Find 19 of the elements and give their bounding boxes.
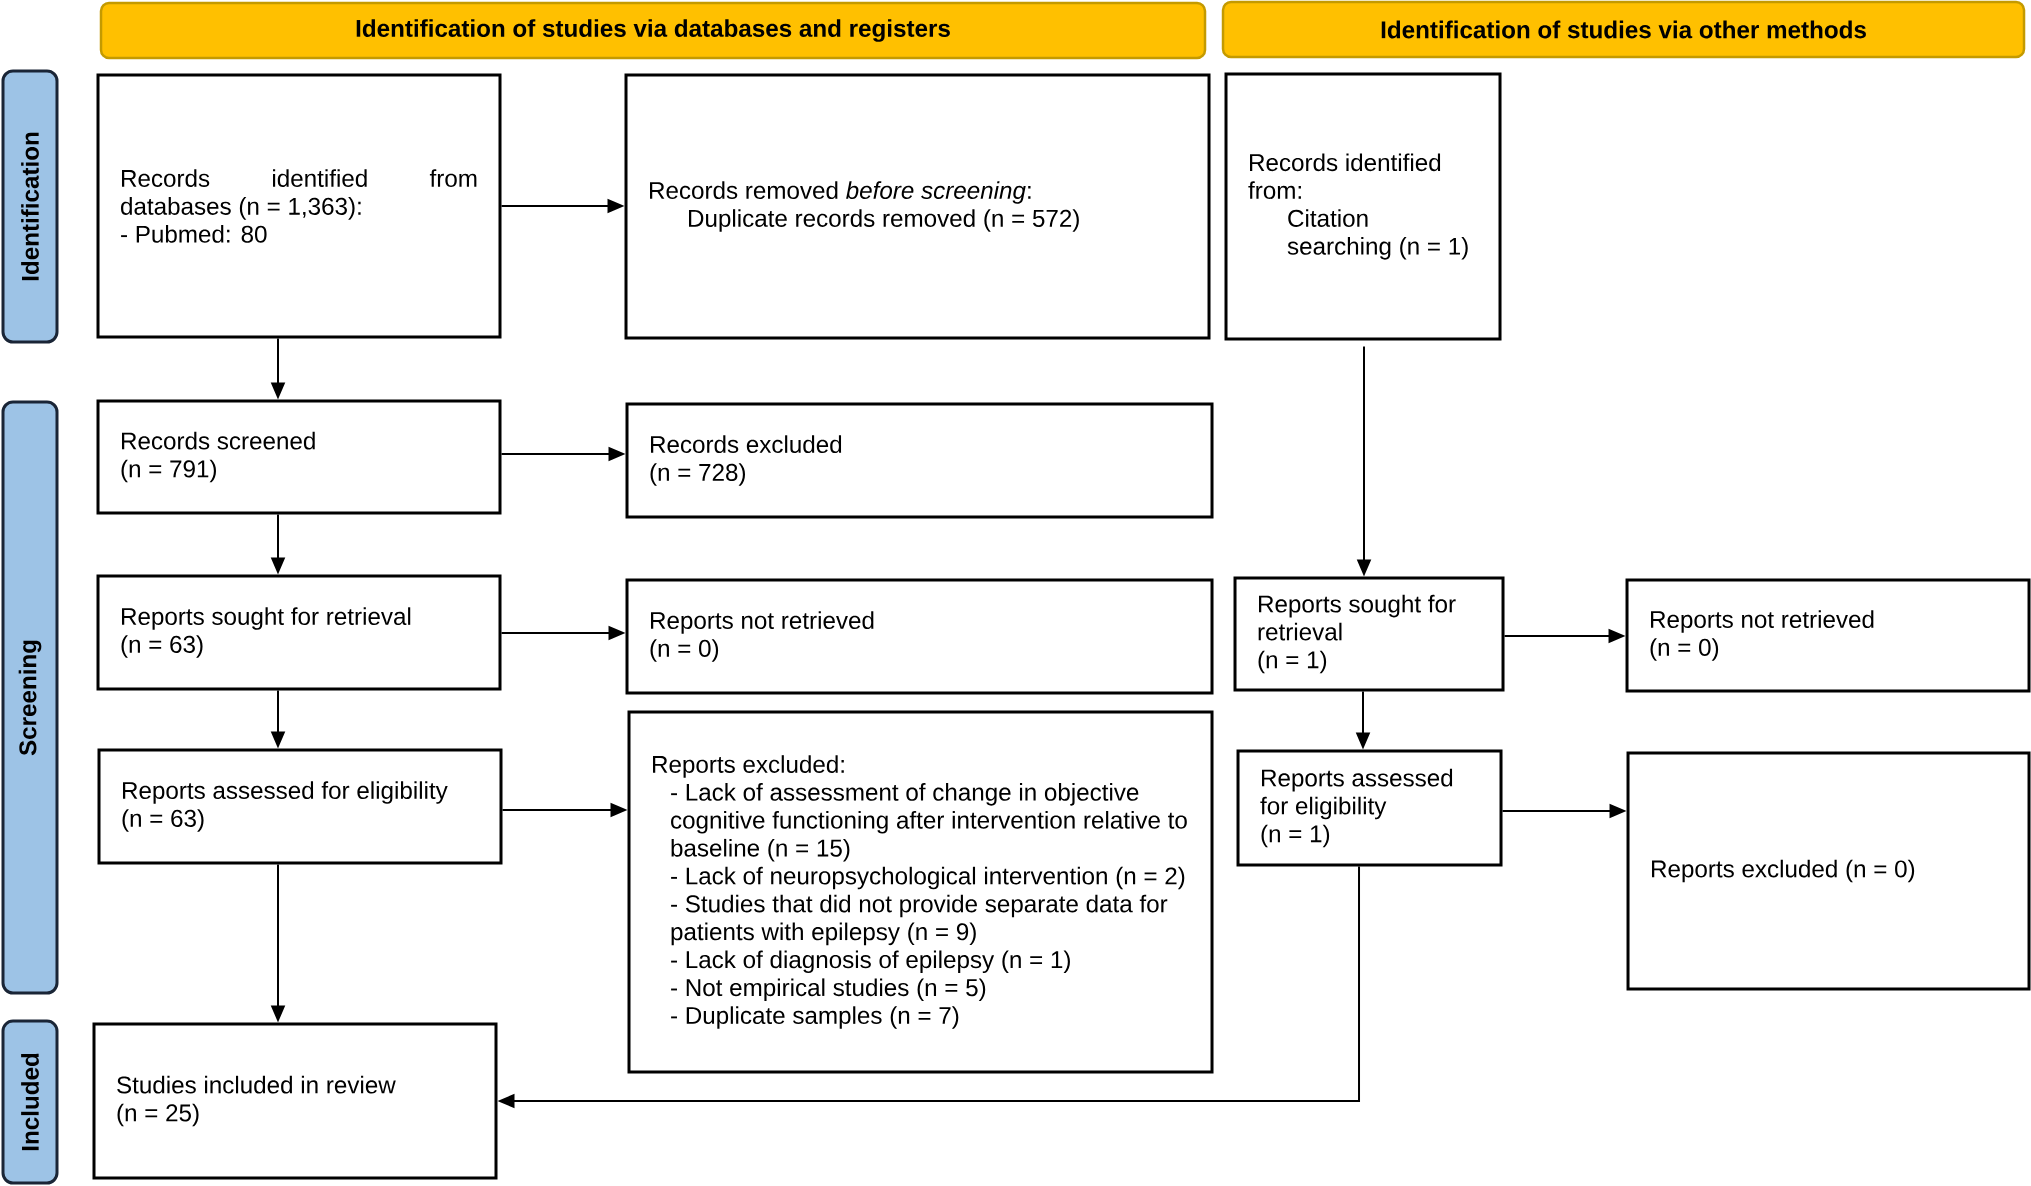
process-box: Studies included in review (n = 25) [92, 1022, 498, 1180]
process-box: Records removed before screening: Duplicate records removed (n = 572) [624, 73, 1211, 340]
section-header: Identification of studies via databases and registers [99, 1, 1207, 60]
process-box: Reports not retrieved (n = 0) [1625, 578, 2031, 693]
process-box: Reports excluded: - Lack of assessment of change in objective cognitive functioning after intervention relative to baseline (n = 15) - Lack of neuropsychological intervention (n = 2) - Studies that did not provide separate data for patients with epilepsy (n = 9) - Lack of diagnosis of epilepsy (n = 1) - Not empirical studies (n = 5) - Duplicate samples (n = 7) [627, 710, 1214, 1074]
process-box: Reports not retrieved (n = 0) [625, 578, 1214, 695]
process-box: Reports sought for retrieval (n = 1) [1233, 576, 1505, 692]
process-box: Records screened (n = 791) [96, 399, 502, 515]
process-box: Reports assessed for eligibility (n = 63) [97, 748, 503, 865]
stage-band: Identification [1, 69, 59, 344]
stage-band: Screening [1, 400, 59, 995]
process-box: Records identified from databases (n = 1,363): - Pubmed: 80 [96, 73, 502, 339]
process-box: Reports sought for retrieval (n = 63) [96, 574, 502, 691]
process-box: Records identified from: Citation searching (n = 1) [1224, 72, 1502, 341]
process-box: Reports excluded (n = 0) [1626, 751, 2031, 991]
section-header: Identification of studies via other methods [1221, 0, 2026, 59]
stage-band: Included [1, 1019, 59, 1185]
process-box: Reports assessed for eligibility (n = 1) [1236, 749, 1503, 867]
process-box: Records excluded (n = 728) [625, 402, 1214, 519]
